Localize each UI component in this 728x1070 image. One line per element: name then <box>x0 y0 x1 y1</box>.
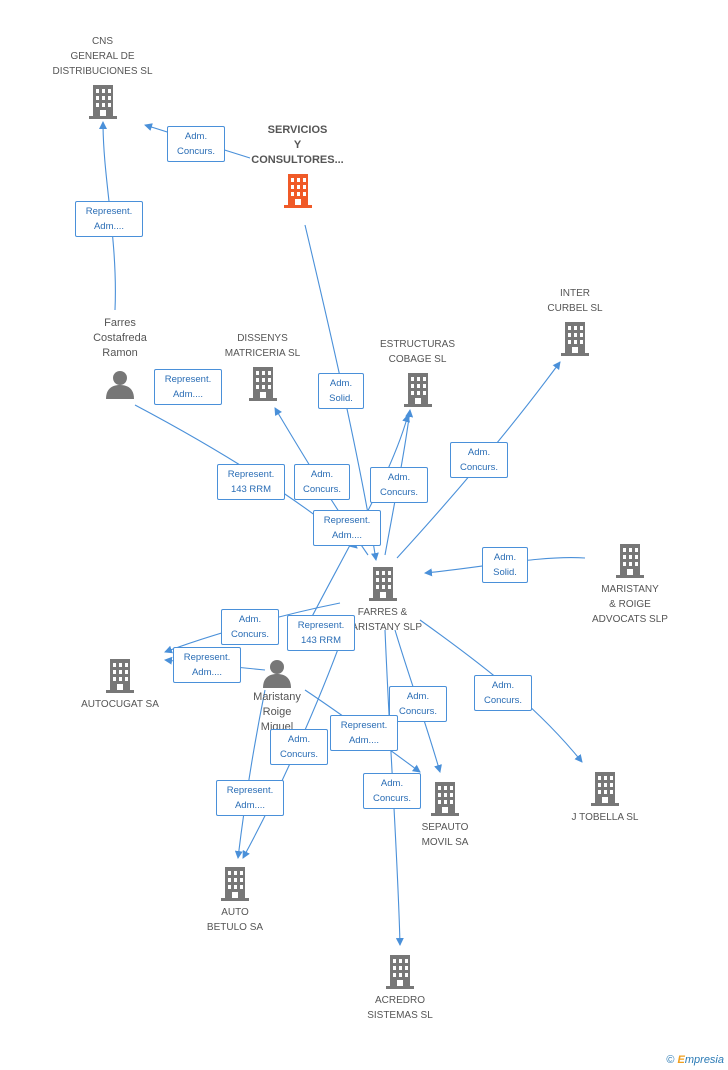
node-farres-costafreda[interactable]: Farres Costafreda Ramon <box>75 316 165 399</box>
person-icon <box>263 660 291 688</box>
building-icon <box>88 85 117 119</box>
edge-label[interactable]: Adm. Concurs. <box>294 464 350 500</box>
building-icon <box>248 367 277 401</box>
building-icon <box>386 955 414 989</box>
node-label: J TOBELLA SL <box>571 812 639 823</box>
node-farres-maristany[interactable]: FARRES & MARISTANY SLP <box>330 567 435 635</box>
edge-label[interactable]: Represent. Adm.... <box>313 510 381 546</box>
edge-label[interactable]: Adm. Concurs. <box>270 729 328 765</box>
edge-label[interactable]: Represent. Adm.... <box>154 369 222 405</box>
edge-label[interactable]: Adm. Concurs. <box>450 442 508 478</box>
building-icon <box>221 867 249 901</box>
node-label: INTER CURBEL SL <box>547 288 603 314</box>
building-icon <box>591 772 619 806</box>
edge-label[interactable]: Adm. Concurs. <box>167 126 225 162</box>
node-label: AUTO BETULO SA <box>206 907 264 933</box>
node-label: Farres Costafreda Ramon <box>93 317 147 359</box>
edge-label[interactable]: Adm. Solid. <box>482 547 528 583</box>
node-label: ACREDRO SISTEMAS SL <box>367 995 433 1021</box>
node-label: AUTOCUGAT SA <box>81 699 159 710</box>
edge-label[interactable]: Adm. Concurs. <box>370 467 428 503</box>
node-maristany-miquel[interactable]: Maristany Roige Miquel <box>237 658 317 735</box>
node-inter-curbel[interactable]: INTER CURBEL SL <box>525 286 625 356</box>
building-icon-focus <box>283 174 312 208</box>
node-label: SERVICIOS Y CONSULTORES... <box>251 124 344 166</box>
person-icon <box>106 371 134 399</box>
node-label: FARRES & MARISTANY SLP <box>342 607 423 633</box>
node-autocugat[interactable]: AUTOCUGAT SA <box>65 659 175 712</box>
building-icon <box>561 322 589 356</box>
node-servicios[interactable]: SERVICIOS Y CONSULTORES... <box>240 123 355 208</box>
edge-label[interactable]: Represent. Adm.... <box>75 201 143 237</box>
edge-label[interactable]: Represent. Adm.... <box>330 715 398 751</box>
edge-label[interactable]: Adm. Concurs. <box>389 686 447 722</box>
edge-label[interactable]: Represent. Adm.... <box>173 647 241 683</box>
node-estructuras[interactable]: ESTRUCTURAS COBAGE SL <box>360 337 475 407</box>
node-cns[interactable]: CNS GENERAL DE DISTRIBUCIONES SL <box>40 34 165 119</box>
building-icon <box>403 373 432 407</box>
node-label: ESTRUCTURAS COBAGE SL <box>379 339 455 365</box>
edge-label[interactable]: Represent. 143 RRM <box>217 464 285 500</box>
building-icon <box>368 567 397 601</box>
copyright-symbol: © <box>666 1054 675 1066</box>
building-icon <box>616 544 644 578</box>
building-icon <box>431 782 459 816</box>
edge-label[interactable]: Represent. 143 RRM <box>287 615 355 651</box>
building-icon <box>106 659 134 693</box>
node-auto-betulo[interactable]: AUTO BETULO SA <box>185 867 285 935</box>
node-label: DISSENYS MATRICERIA SL <box>224 333 301 359</box>
node-acredro[interactable]: ACREDRO SISTEMAS SL <box>350 955 450 1023</box>
node-maristany-roige-advocats[interactable]: MARISTANY & ROIGE ADVOCATS SLP <box>575 544 685 627</box>
brand-footer[interactable]: © Empresia <box>666 1054 724 1066</box>
node-label: MARISTANY & ROIGE ADVOCATS SLP <box>592 584 668 625</box>
edge-label[interactable]: Represent. Adm.... <box>216 780 284 816</box>
edge-label[interactable]: Adm. Solid. <box>318 373 364 409</box>
edge-maristanym-betulo-a <box>234 689 266 859</box>
node-label: SEPAUTO MOVIL SA <box>421 822 469 848</box>
node-sepauto[interactable]: SEPAUTO MOVIL SA <box>395 782 495 850</box>
brand-name: mpresia <box>684 1054 724 1066</box>
node-label: CNS GENERAL DE DISTRIBUCIONES SL <box>52 36 153 77</box>
brand-initial: E <box>677 1054 685 1066</box>
edge-label[interactable]: Adm. Concurs. <box>221 609 279 645</box>
edge-label[interactable]: Adm. Concurs. <box>474 675 532 711</box>
node-jtobella[interactable]: J TOBELLA SL <box>550 772 660 825</box>
node-dissenys[interactable]: DISSENYS MATRICERIA SL <box>205 331 320 401</box>
edge-label[interactable]: Adm. Concurs. <box>363 773 421 809</box>
